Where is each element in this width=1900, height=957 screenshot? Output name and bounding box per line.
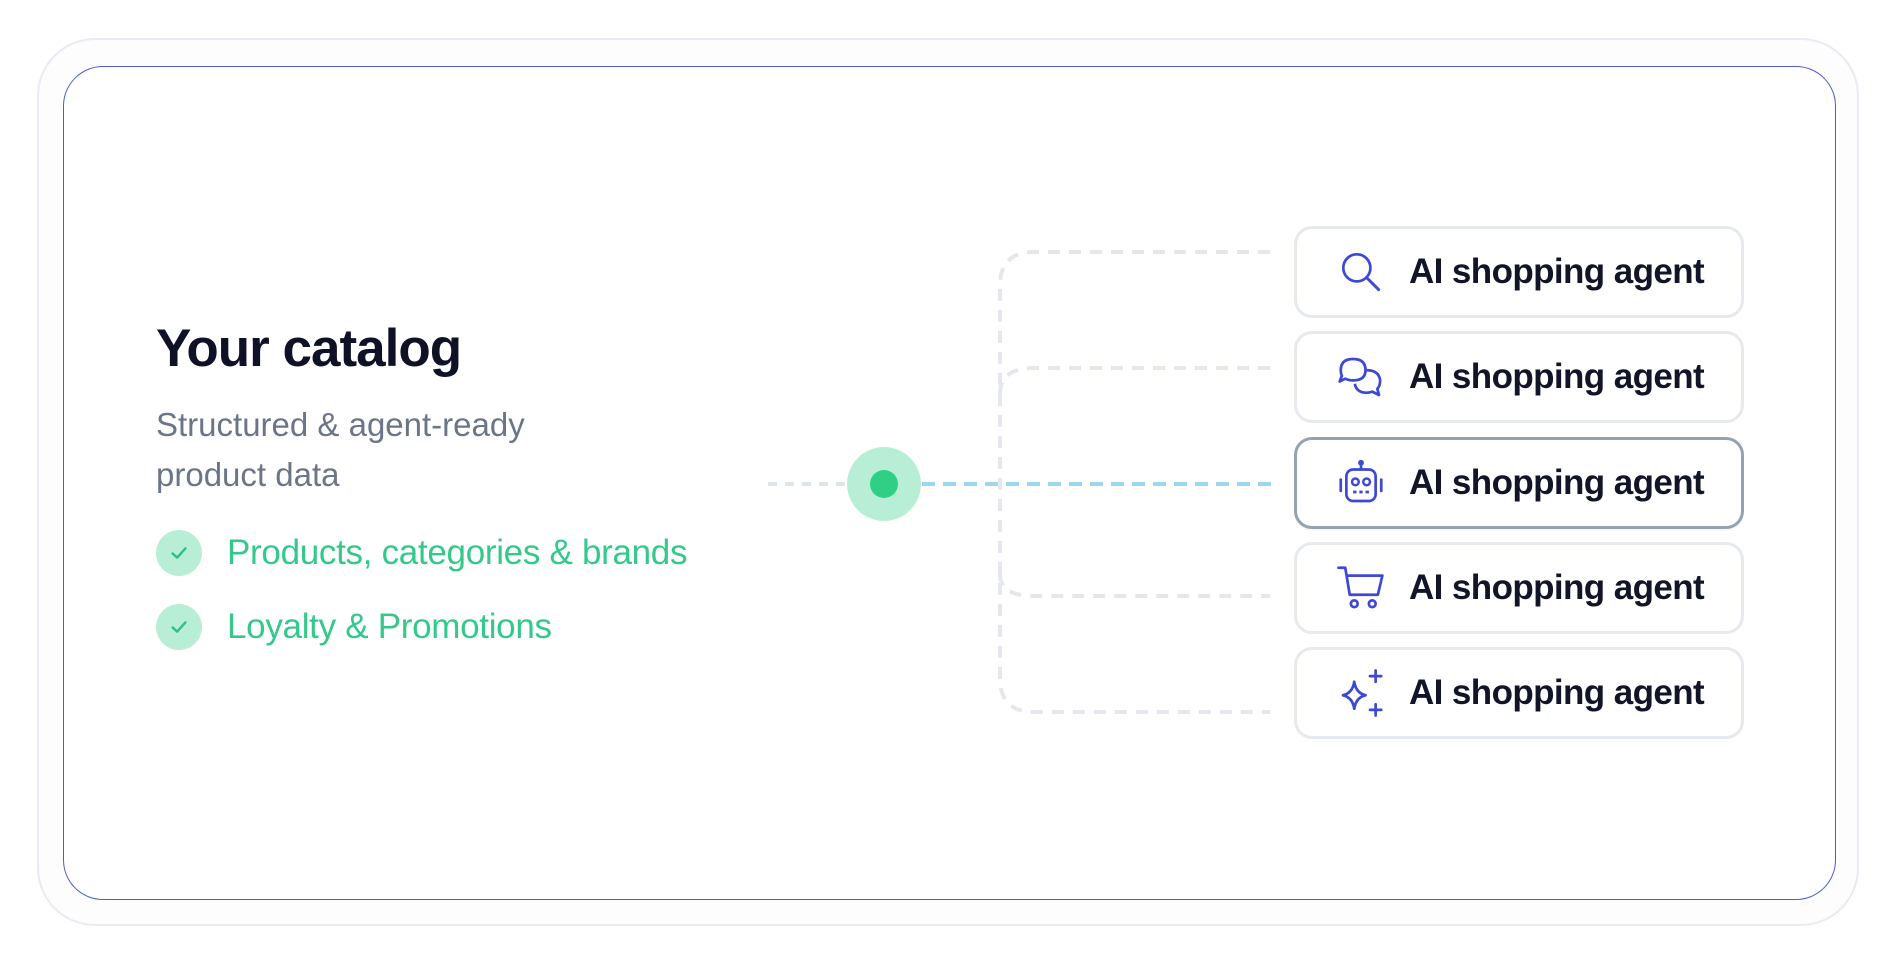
search-icon (1333, 244, 1389, 300)
catalog-subtitle: Structured & agent-ready product data (156, 406, 525, 493)
feature-label: Loyalty & Promotions (227, 607, 552, 646)
catalog-block: Your catalog Structured & agent-ready pr… (156, 318, 776, 656)
feature-item: Products, categories & brands (156, 524, 776, 582)
agent-card-robot[interactable]: AI shopping agent (1294, 437, 1744, 529)
agent-card-chat[interactable]: AI shopping agent (1294, 331, 1744, 423)
shopping-cart-icon (1333, 560, 1389, 616)
agent-card-search[interactable]: AI shopping agent (1294, 226, 1744, 318)
agent-label: AI shopping agent (1409, 463, 1705, 502)
agent-label: AI shopping agent (1409, 673, 1705, 712)
catalog-title: Your catalog (156, 319, 462, 378)
feature-item: Loyalty & Promotions (156, 598, 776, 656)
agent-label: AI shopping agent (1409, 568, 1705, 607)
robot-icon (1333, 455, 1389, 511)
agent-label: AI shopping agent (1409, 357, 1705, 396)
agent-card-cart[interactable]: AI shopping agent (1294, 542, 1744, 634)
chat-bubbles-icon (1333, 349, 1389, 405)
check-icon (156, 530, 202, 576)
feature-label: Products, categories & brands (227, 533, 688, 572)
agent-label: AI shopping agent (1409, 252, 1705, 291)
agent-card-sparkles[interactable]: AI shopping agent (1294, 647, 1744, 739)
sparkles-icon (1333, 665, 1389, 721)
check-icon (156, 604, 202, 650)
